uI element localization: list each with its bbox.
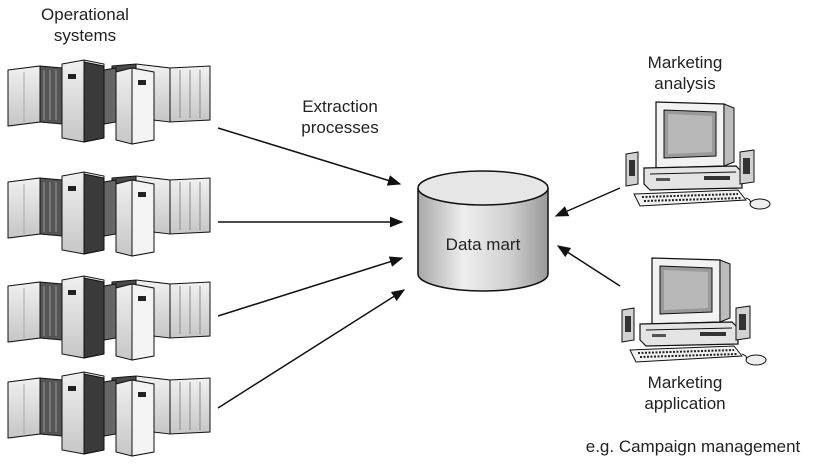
server-rack-icon: [7, 371, 211, 457]
label-line: analysis: [654, 74, 716, 93]
campaign-management-note: e.g. Campaign management: [585, 437, 801, 456]
marketing-application-label: Marketing application: [620, 372, 750, 414]
label-line: application: [644, 394, 726, 413]
extraction-arrow: [217, 256, 404, 317]
access-arrow: [556, 245, 621, 287]
extraction-processes-label: Extraction processes: [270, 96, 410, 138]
extraction-arrow: [217, 127, 402, 186]
operational-systems-label: Operational systems: [20, 4, 150, 46]
server-rack-icon: [7, 59, 211, 145]
label-line: Marketing: [647, 373, 723, 392]
label-line: systems: [53, 26, 117, 45]
data-mart-label: Data mart: [445, 235, 521, 254]
database-cylinder-icon: [417, 170, 549, 292]
access-arrow: [554, 187, 621, 217]
server-rack-icon: [7, 275, 211, 361]
label-line: processes: [301, 118, 379, 137]
server-rack-icon: [7, 171, 211, 257]
desktop-computer-icon: [625, 101, 771, 210]
label-line: Extraction: [302, 97, 378, 116]
desktop-computer-icon: [621, 257, 767, 366]
marketing-analysis-label: Marketing analysis: [620, 52, 750, 94]
label-line: Marketing: [647, 53, 723, 72]
extraction-arrow: [217, 289, 406, 409]
label-line: Operational: [41, 5, 129, 24]
